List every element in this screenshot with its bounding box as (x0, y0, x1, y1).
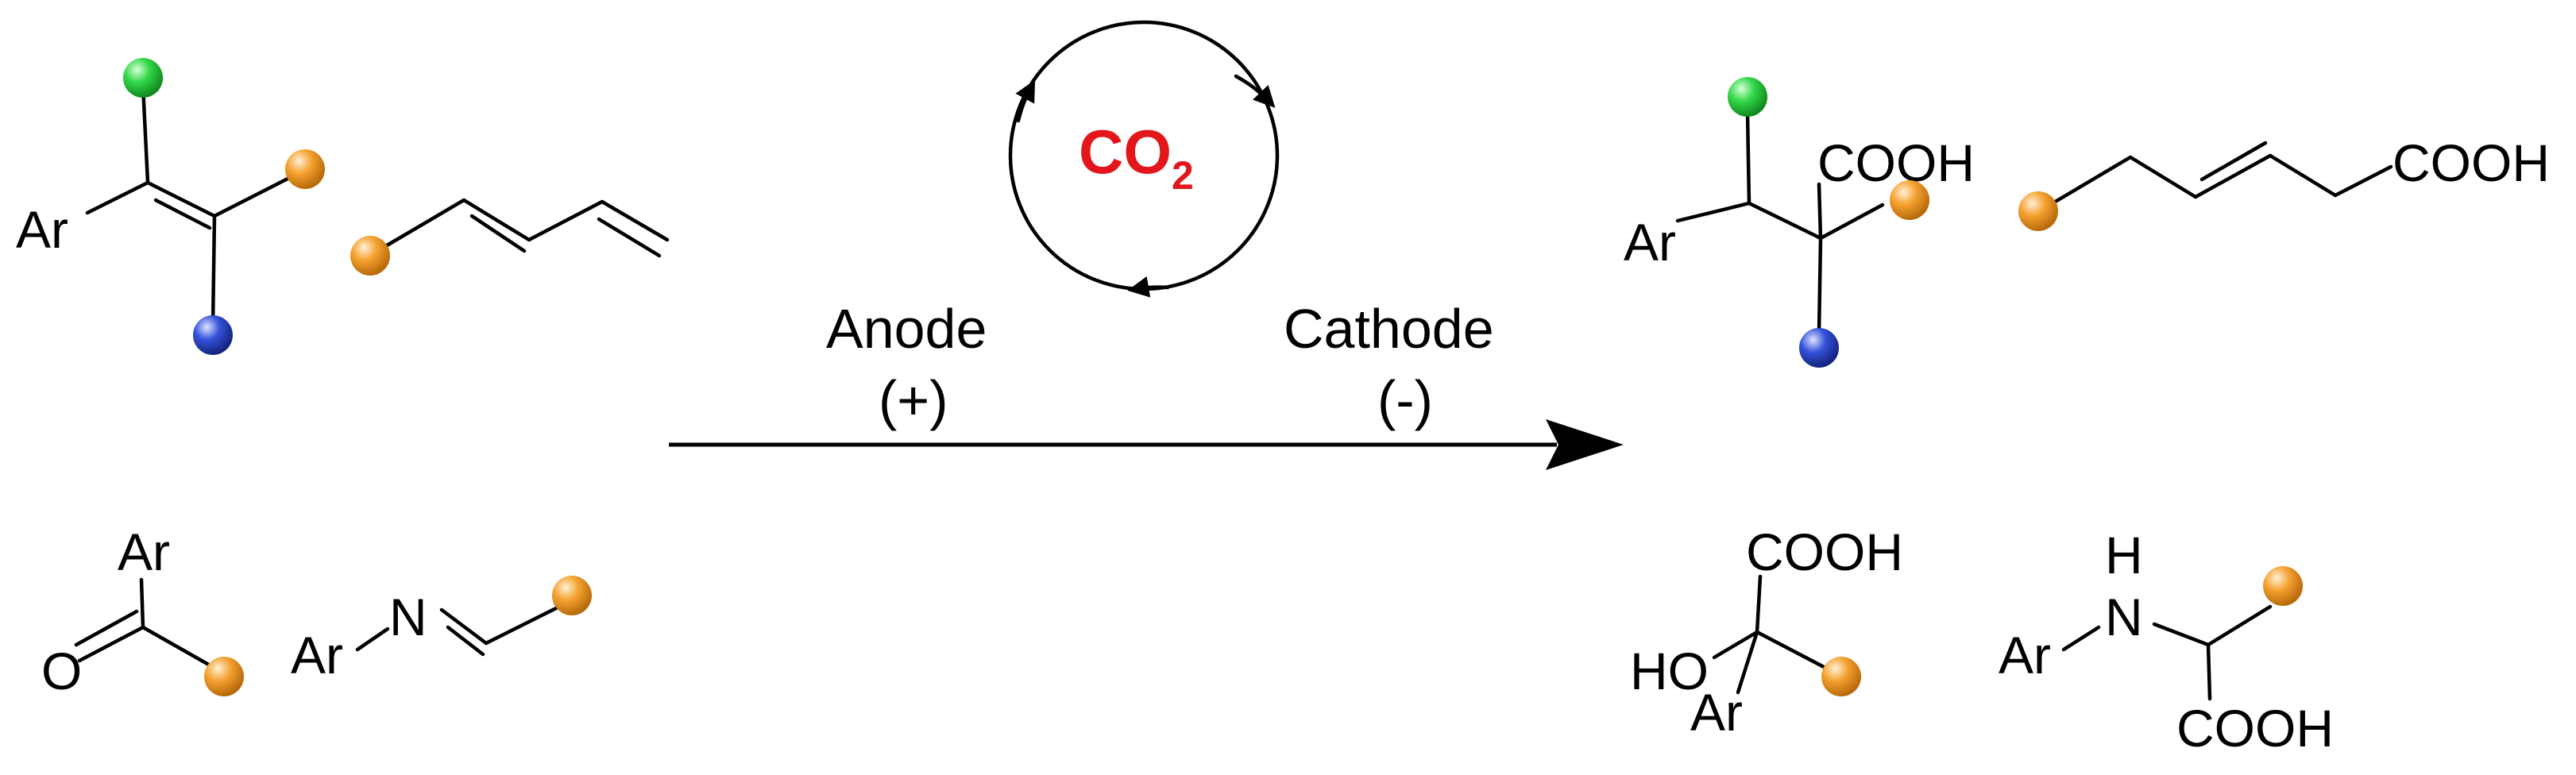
cooh-label: COOH (2176, 699, 2334, 758)
anode-sign: (+) (879, 369, 948, 431)
co2-label: CO2 (1079, 117, 1194, 198)
blue-substituent-sphere (193, 315, 233, 355)
reactant-diene (350, 198, 670, 276)
ho-label: HO (1630, 642, 1709, 700)
reactant-alkene: Ar (16, 58, 325, 355)
cooh-label: COOH (1746, 522, 1903, 581)
reactant-imine: Ar N (291, 576, 592, 684)
green-substituent-sphere (1728, 77, 1767, 117)
orange-substituent-sphere (285, 149, 325, 189)
nitrogen-label: N (389, 588, 427, 646)
orange-substituent-sphere (350, 236, 390, 276)
orange-substituent-sphere (2018, 191, 2058, 231)
product-hydroxy-acid: COOH HO Ar (1630, 522, 1903, 742)
green-substituent-sphere (123, 58, 163, 98)
anode-label: Anode (826, 298, 987, 360)
product-amino-acid: H N Ar COOH (1999, 526, 2334, 758)
co2-cycle: CO2 (1008, 20, 1280, 298)
ar-label: Ar (291, 626, 343, 684)
product-unsaturated-acid: COOH (2018, 133, 2550, 231)
nh-hydrogen-label: H (2105, 526, 2143, 584)
reactant-ketone: Ar O (41, 522, 244, 700)
orange-substituent-sphere (1890, 180, 1929, 220)
reaction-arrow: Anode (+) Cathode (-) (669, 298, 1624, 470)
product-hydrocarboxylated-alkene: Ar COOH (1624, 77, 1975, 368)
orange-substituent-sphere (1821, 657, 1861, 696)
ar-label: Ar (1690, 683, 1743, 742)
cathode-label: Cathode (1284, 298, 1494, 360)
cathode-sign: (-) (1377, 369, 1433, 431)
nitrogen-label: N (2105, 588, 2143, 646)
cooh-label: COOH (1817, 133, 1975, 192)
ar-label: Ar (16, 200, 68, 259)
arrow-head (1546, 419, 1624, 470)
oxygen-label: O (41, 642, 82, 700)
ar-label: Ar (1624, 213, 1676, 272)
ar-label: Ar (118, 522, 170, 581)
orange-substituent-sphere (2263, 566, 2303, 606)
orange-substituent-sphere (204, 657, 244, 696)
blue-substituent-sphere (1799, 328, 1839, 368)
cooh-label: COOH (2393, 133, 2550, 192)
orange-substituent-sphere (552, 576, 592, 615)
ar-label: Ar (1999, 626, 2051, 684)
